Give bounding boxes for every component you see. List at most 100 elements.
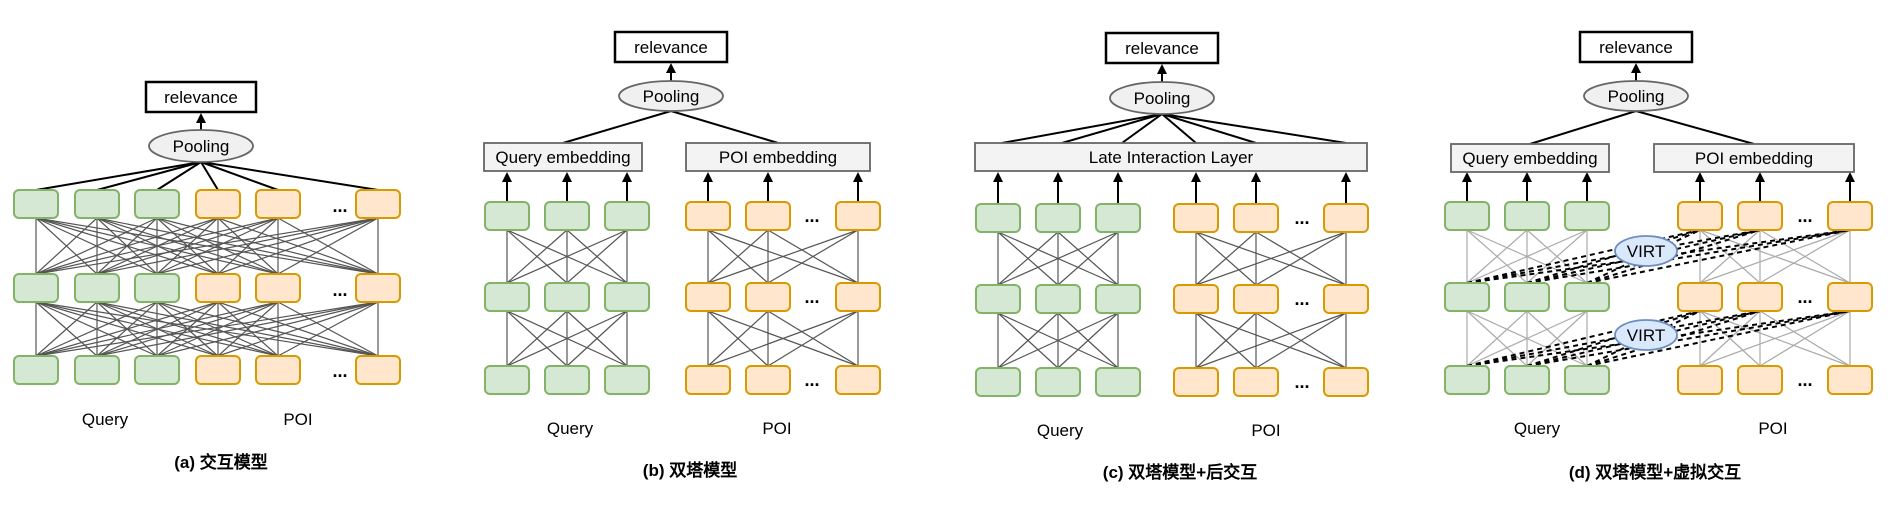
query-token-node xyxy=(484,282,530,312)
pooling-node xyxy=(618,80,724,112)
panel-caption: (b) 双塔模型 xyxy=(643,460,737,480)
virt-node xyxy=(1614,319,1678,351)
interaction-edge xyxy=(35,301,379,357)
tower-edge xyxy=(506,229,568,284)
pooling-edge xyxy=(1161,113,1347,144)
interaction-edge xyxy=(156,217,279,275)
virt-label: VIRT xyxy=(1627,326,1665,345)
query-token-node xyxy=(1035,284,1081,314)
arrow-head xyxy=(1695,172,1705,182)
virtual-interaction-edge xyxy=(1526,229,1851,284)
panel-caption: (a) 交互模型 xyxy=(174,452,268,472)
relevance-label: relevance xyxy=(634,38,708,57)
panel-d: relevance Pooling Query embedding POI em… xyxy=(1450,30,1855,482)
tower-edge xyxy=(1699,229,1851,284)
virtual-interaction-edge xyxy=(1586,310,1701,367)
arrow-head xyxy=(666,63,676,73)
poi-token-node xyxy=(835,282,881,312)
query-token-node xyxy=(134,189,180,219)
query-token-node xyxy=(13,189,59,219)
interaction-edge xyxy=(35,217,379,275)
arrow-head xyxy=(1191,172,1201,182)
poi-token-node xyxy=(1737,201,1783,231)
tower-edge xyxy=(506,229,628,284)
poi-token-node xyxy=(195,355,241,385)
query-token-node xyxy=(975,284,1021,314)
poi-token-node xyxy=(1173,367,1219,397)
poi-token-node xyxy=(745,282,791,312)
poi-token-node xyxy=(255,189,301,219)
arrow-head xyxy=(853,172,863,182)
tower-edge xyxy=(707,310,859,367)
interaction-edge xyxy=(217,301,279,357)
ellipsis: ... xyxy=(1797,206,1812,226)
poi-token-node xyxy=(685,365,731,395)
pooling-edge xyxy=(1161,113,1197,144)
interaction-edge xyxy=(35,217,279,275)
poi-embedding-box xyxy=(685,142,871,172)
query-token-node xyxy=(604,365,650,395)
ellipsis: ... xyxy=(332,196,347,216)
query-label: Query xyxy=(1037,421,1084,440)
tower-edge xyxy=(1526,229,1588,284)
relevance-label: relevance xyxy=(164,88,238,107)
query-token-node xyxy=(1564,365,1610,395)
tower-edge xyxy=(566,229,628,284)
poi-label: POI xyxy=(762,419,791,438)
tower-edge xyxy=(566,310,628,367)
relevance-box xyxy=(1104,31,1220,65)
ellipsis: ... xyxy=(1797,370,1812,390)
tower-edge xyxy=(1759,310,1851,367)
query-token-node xyxy=(484,201,530,231)
poi-token-node xyxy=(835,365,881,395)
pooling-node xyxy=(148,129,254,163)
interaction-edge xyxy=(35,217,158,275)
interaction-edge xyxy=(96,301,379,357)
tower-edge xyxy=(997,312,1059,369)
relevance-label: relevance xyxy=(1599,38,1673,57)
arrow-head xyxy=(1053,172,1063,182)
query-token-node xyxy=(604,201,650,231)
tower-edge xyxy=(997,312,1119,369)
poi-token-node xyxy=(195,189,241,219)
arrow-head xyxy=(1251,172,1261,182)
tower-edge xyxy=(1466,310,1588,367)
query-token-node xyxy=(1444,365,1490,395)
poi-token-node xyxy=(1323,367,1369,397)
pooling-edge xyxy=(562,110,672,144)
tower-edge xyxy=(1255,312,1347,369)
relevance-box xyxy=(613,30,729,64)
arrow-head xyxy=(1522,172,1532,182)
tower-edge xyxy=(1255,231,1347,286)
tower-edge xyxy=(1526,310,1588,367)
poi-token-node xyxy=(1737,282,1783,312)
tower-edge xyxy=(707,229,769,284)
panel-caption: (d) 双塔模型+虚拟交互 xyxy=(1569,462,1741,482)
poi-label: POI xyxy=(1251,421,1280,440)
query-token-node xyxy=(1095,284,1141,314)
arrow-head xyxy=(1341,172,1351,182)
poi-token-node xyxy=(1827,201,1873,231)
query-token-node xyxy=(544,201,590,231)
virtual-interaction-edge xyxy=(1586,229,1701,284)
tower-edge xyxy=(997,231,1059,286)
tower-edge xyxy=(1195,312,1257,369)
interaction-edge xyxy=(277,217,379,275)
query-embedding-box xyxy=(1450,143,1610,173)
virt-label: VIRT xyxy=(1627,242,1665,261)
interaction-edge xyxy=(156,217,379,275)
pooling-edge xyxy=(670,110,779,144)
ellipsis: ... xyxy=(332,361,347,381)
poi-token-node xyxy=(1827,365,1873,395)
pooling-edge xyxy=(1121,113,1163,144)
relevance-box xyxy=(144,80,258,114)
tower-edge xyxy=(707,229,859,284)
pooling-edge xyxy=(1061,113,1163,144)
poi-token-node xyxy=(1677,201,1723,231)
query-token-node xyxy=(1504,365,1550,395)
pooling-label: Pooling xyxy=(173,137,230,156)
pooling-edge xyxy=(200,161,279,191)
query-label: Query xyxy=(82,410,129,429)
interaction-edge xyxy=(156,301,379,357)
query-label: Query xyxy=(547,419,594,438)
